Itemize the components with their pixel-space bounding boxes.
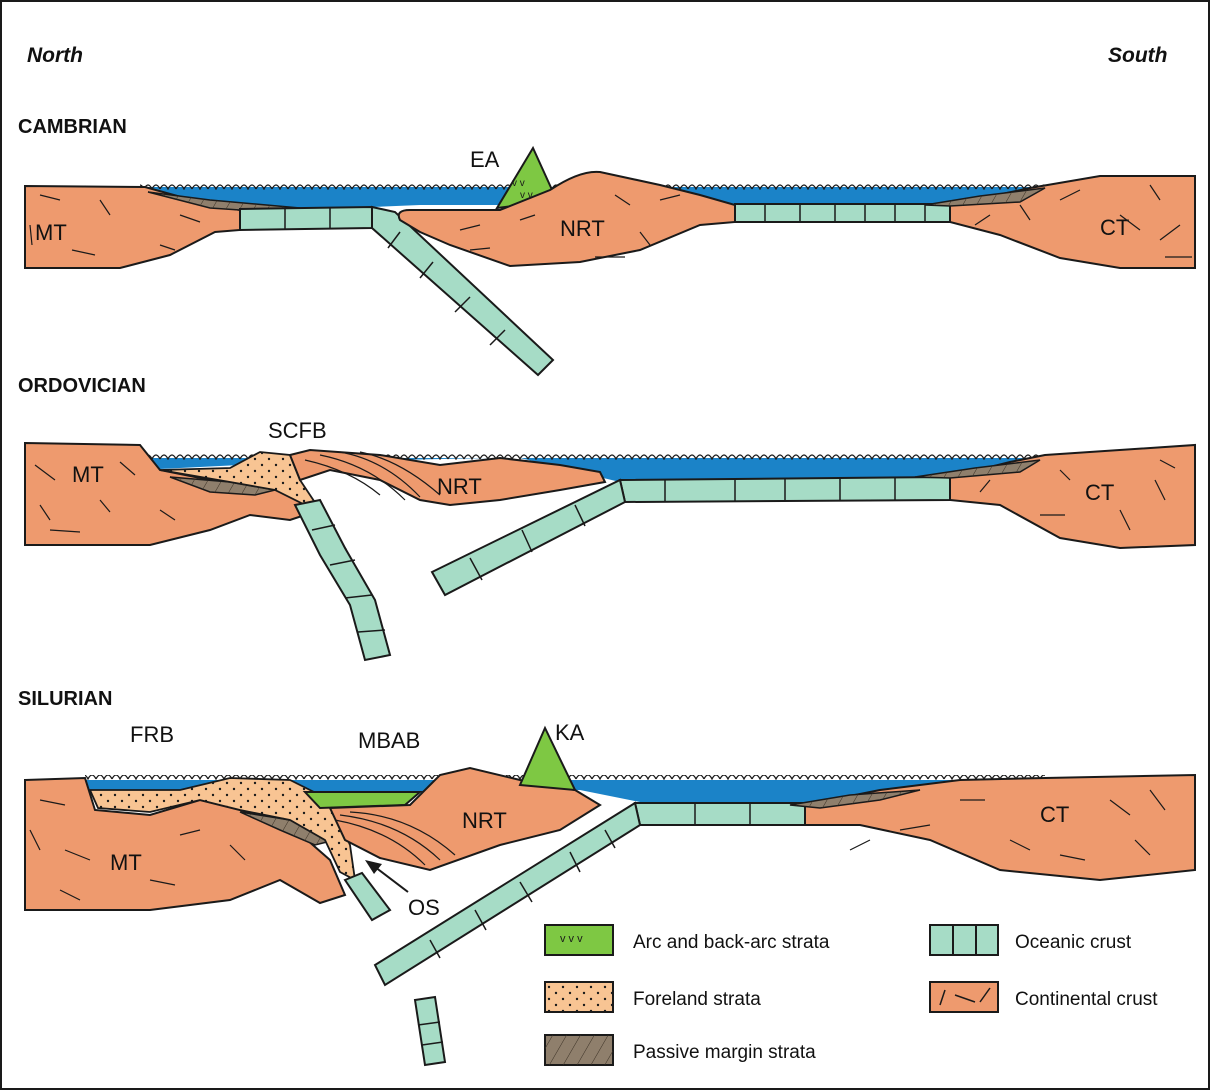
silurian-frb-label: FRB	[130, 722, 174, 747]
legend-passive-label: Passive margin strata	[633, 1042, 816, 1063]
silurian-ka-label: KA	[555, 720, 585, 745]
cambrian-ocean-south	[735, 204, 950, 222]
os-arrow-line	[375, 867, 408, 892]
silurian-mt-label: MT	[110, 850, 142, 875]
cambrian-nrt-label: NRT	[560, 216, 605, 241]
cambrian-mt-label: MT	[35, 220, 67, 245]
legend-item-oceanic: Oceanic crust	[930, 925, 1132, 955]
legend-continental-swatch	[930, 982, 998, 1012]
silurian-nrt-label: NRT	[462, 808, 507, 833]
silurian-north-slab	[345, 873, 390, 920]
legend-foreland-label: Foreland strata	[633, 989, 761, 1010]
silurian-os-label: OS	[408, 895, 440, 920]
cambrian-title: CAMBRIAN	[18, 116, 127, 138]
north-label: North	[27, 44, 83, 67]
legend-oceanic-label: Oceanic crust	[1015, 932, 1132, 953]
south-label: South	[1108, 44, 1167, 67]
legend-arc-label: Arc and back-arc strata	[633, 932, 830, 953]
legend-item-arc: v v v Arc and back-arc strata	[545, 925, 830, 955]
cambrian-ea-label: EA	[470, 147, 500, 172]
ordovician-nrt-label: NRT	[437, 474, 482, 499]
svg-text:v v v: v v v	[560, 933, 583, 945]
silurian-detached-slab	[415, 997, 445, 1065]
ordovician-section: ORDOVICIAN MT NRT SCFB CT	[18, 375, 1195, 660]
ordovician-north-slab	[295, 500, 390, 660]
cambrian-ocean-flat	[240, 207, 372, 230]
legend-continental-label: Continental crust	[1015, 989, 1158, 1010]
ordovician-mt-label: MT	[72, 462, 104, 487]
ordovician-title: ORDOVICIAN	[18, 375, 146, 397]
legend-item-continental: Continental crust	[930, 982, 1158, 1012]
silurian-title: SILURIAN	[18, 688, 112, 710]
silurian-ct-label: CT	[1040, 802, 1069, 827]
legend: v v v Arc and back-arc strata Foreland s…	[545, 925, 1158, 1065]
legend-item-passive: Passive margin strata	[545, 1035, 816, 1065]
ordovician-ct-label: CT	[1085, 480, 1114, 505]
cambrian-arc-v-marks: v v	[512, 178, 525, 189]
silurian-mbab-label: MBAB	[358, 728, 420, 753]
legend-oceanic-swatch	[930, 925, 998, 955]
legend-item-foreland: Foreland strata	[545, 982, 761, 1012]
cambrian-section: CAMBRIAN EA v v v v NRT CT MT	[18, 116, 1195, 375]
silurian-ocean-flat	[635, 803, 805, 825]
ordovician-scfb-label: SCFB	[268, 418, 327, 443]
os-arrow-head	[365, 860, 382, 874]
